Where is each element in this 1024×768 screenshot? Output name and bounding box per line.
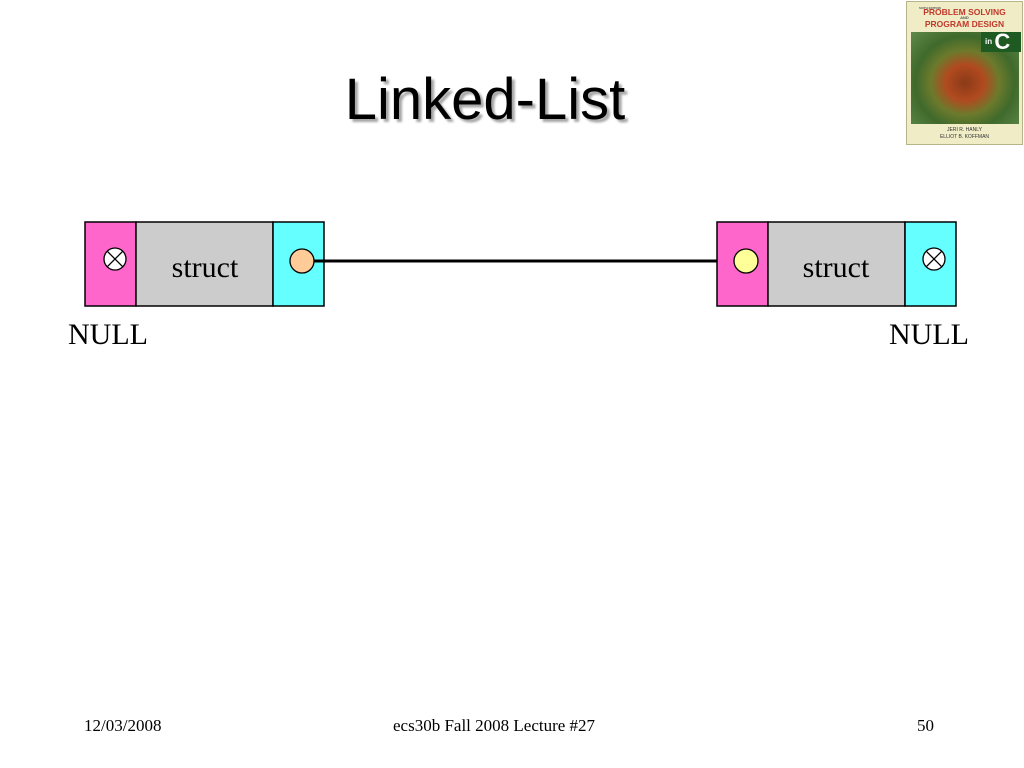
- node-1-label: struct: [172, 251, 239, 284]
- null-pointer-icon: [922, 247, 946, 271]
- book-author-1: JERI R. HANLY: [947, 127, 982, 133]
- pointer-target-dot: [733, 248, 759, 274]
- book-author-2: ELLIOT B. KOFFMAN: [939, 134, 990, 140]
- book-title-line1: PROBLEM SOLVING: [923, 7, 1006, 17]
- list-node-2: struct: [716, 221, 957, 307]
- book-cover-artwork: in C: [911, 29, 1021, 124]
- null-label-right: NULL: [889, 318, 969, 351]
- book-in-label: in: [985, 37, 993, 46]
- node-2-label: struct: [803, 251, 870, 284]
- book-cover-image: SIXTH EDITION PROBLEM SOLVING AND PROGRA…: [906, 1, 1023, 145]
- slide-title: Linked-List: [344, 67, 626, 132]
- book-language: C: [994, 29, 1011, 54]
- book-authors: JERI R. HANLY ELLIOT B. KOFFMAN: [907, 127, 1022, 141]
- book-in-c-badge: in C: [981, 29, 1021, 54]
- footer-page-number: 50: [917, 716, 934, 735]
- book-title-line2: PROGRAM DESIGN: [924, 19, 1005, 29]
- book-edition: SIXTH EDITION: [919, 6, 941, 10]
- null-label-left: NULL: [68, 318, 148, 351]
- node-1-data-cell: [135, 221, 274, 307]
- list-node-1: struct: [84, 221, 325, 307]
- null-pointer-icon: [103, 247, 127, 271]
- footer-date: 12/03/2008: [84, 716, 162, 735]
- book-cover-title: SIXTH EDITION PROBLEM SOLVING AND PROGRA…: [907, 2, 1022, 32]
- book-title-and: AND: [960, 15, 969, 20]
- footer-course: ecs30b Fall 2008 Lecture #27: [393, 716, 596, 735]
- pointer-source-dot: [289, 248, 315, 274]
